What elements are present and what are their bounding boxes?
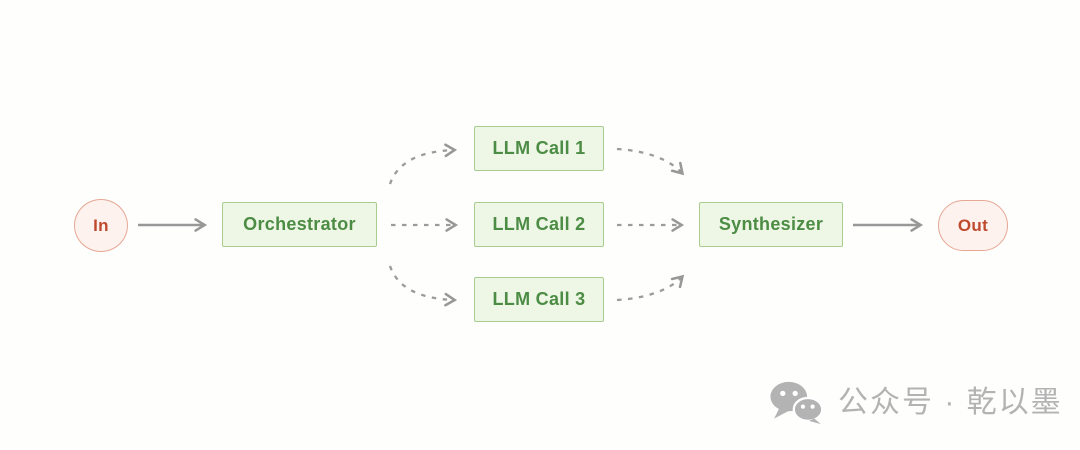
node-input: In	[74, 199, 128, 252]
edge-llmcall3-synthesizer	[616, 274, 685, 302]
node-orchestrator: Orchestrator	[222, 202, 377, 247]
watermark-text: 公众号 · 乾以墨	[838, 386, 1063, 419]
edge-orchestrator-llmcall1	[388, 143, 458, 185]
node-output-label: Out	[957, 215, 989, 235]
node-output: Out	[938, 200, 1008, 251]
watermark: 公众号 · 乾以墨	[768, 381, 1063, 425]
node-llm-call-1-label: LLM Call 1	[492, 138, 586, 158]
edge-llmcall1-synthesizer	[616, 147, 685, 176]
node-llm-call-2: LLM Call 2	[474, 202, 604, 247]
node-llm-call-1: LLM Call 1	[474, 126, 604, 171]
node-llm-call-3: LLM Call 3	[474, 277, 604, 322]
node-orchestrator-label: Orchestrator	[243, 214, 356, 234]
node-synthesizer: Synthesizer	[699, 202, 843, 247]
node-llm-call-2-label: LLM Call 2	[492, 214, 586, 234]
node-llm-call-3-label: LLM Call 3	[492, 289, 586, 309]
node-synthesizer-label: Synthesizer	[718, 214, 824, 234]
node-input-label: In	[93, 215, 109, 235]
edge-orchestrator-llmcall3	[388, 265, 458, 307]
wechat-icon	[770, 381, 824, 425]
